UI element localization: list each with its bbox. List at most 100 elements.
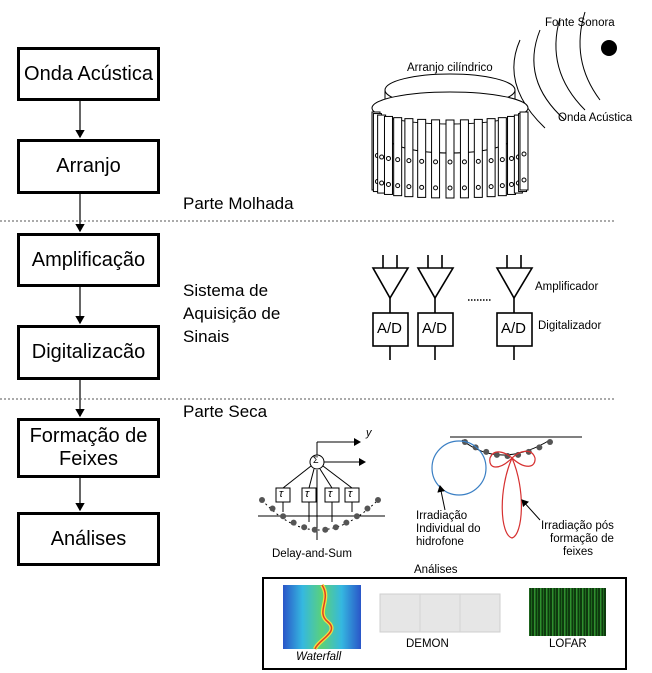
array-element	[461, 185, 467, 191]
label-individual-1: Irradiação	[416, 510, 468, 522]
box-formacao-feixes: Formação de Feixes	[17, 418, 160, 478]
label-delay-and-sum: Delay-and-Sum	[272, 548, 352, 560]
beam-hydrophones	[462, 439, 553, 459]
label-individual-2: Individual do	[416, 523, 481, 535]
lofar-image	[529, 588, 606, 636]
array-element	[395, 157, 401, 163]
label-analises-title: Análises	[414, 564, 458, 576]
array-element	[488, 158, 494, 164]
array-element	[447, 159, 453, 165]
beam-hydrophone	[536, 444, 543, 451]
wave-arc-1	[579, 11, 601, 101]
das-hydrophone	[280, 513, 287, 520]
array-element	[379, 154, 385, 160]
array-element	[379, 180, 385, 186]
array-stave	[459, 119, 469, 199]
delay-symbol-1: τ	[279, 488, 284, 500]
label-after-3: feixes	[563, 546, 594, 558]
das-hydrophone	[301, 524, 308, 531]
das-hydrophone	[259, 497, 265, 503]
box-analises-label: Análises	[50, 527, 127, 550]
array-element	[461, 159, 467, 165]
array-element	[475, 158, 481, 164]
label-onda-acustica-wave: Onda Acústica	[558, 112, 633, 124]
das-hydrophones	[259, 497, 381, 533]
label-parte-seca: Parte Seca	[183, 402, 268, 421]
delay-and-sum-diagram	[258, 438, 385, 540]
demon-image	[379, 593, 501, 633]
array-stave	[519, 111, 529, 191]
box-analises: Análises	[17, 512, 160, 566]
label-demon: DEMON	[406, 638, 449, 650]
delay-symbol-3: τ	[328, 488, 333, 500]
das-hydrophone	[375, 497, 381, 503]
box-digitalizacao-label: Digitalizacão	[31, 341, 146, 363]
label-lofar: LOFAR	[549, 638, 587, 650]
box-digitalizacao: Digitalizacão	[17, 325, 160, 380]
wave-arc-3	[533, 29, 566, 121]
individual-pattern	[431, 440, 487, 496]
array-element	[521, 177, 527, 183]
box-formacao-feixes-label: Formação de Feixes	[29, 425, 148, 470]
array-element	[419, 158, 425, 164]
array-element	[499, 157, 505, 163]
beam-hydrophone	[483, 448, 490, 455]
array-element	[433, 185, 439, 191]
array-element	[499, 183, 505, 189]
das-hydrophone	[322, 526, 329, 533]
box-onda-acustica: Onda Acústica	[17, 47, 160, 101]
wave-arc-2	[555, 17, 586, 111]
array-stave	[404, 118, 414, 198]
adc-box-2-label: A/D	[422, 320, 448, 337]
array-element	[488, 184, 494, 190]
label-parte-molhada: Parte Molhada	[183, 194, 294, 213]
label-arranjo-cilindrico: Arranjo cilíndrico	[407, 62, 493, 74]
array-element	[395, 183, 401, 189]
label-digitalizador: Digitalizador	[538, 320, 602, 332]
array-stave	[486, 118, 496, 198]
acquisition-chain	[371, 255, 534, 360]
pointer-beam	[521, 499, 541, 521]
sound-source-dot	[601, 40, 617, 56]
label-after-2: formação de	[550, 533, 614, 545]
beam-pattern	[489, 450, 536, 539]
array-stave	[393, 117, 403, 197]
array-stave	[431, 119, 441, 199]
das-hydrophone	[343, 519, 350, 526]
beam-hydrophone	[493, 451, 500, 458]
wave-arc-4	[513, 39, 546, 129]
das-hydrophone	[290, 519, 297, 526]
array-stave	[473, 118, 483, 198]
sum-symbol: Σ	[313, 455, 319, 465]
array-stave	[497, 117, 507, 197]
label-output-y: y	[366, 427, 372, 439]
adc-box-n-label: A/D	[501, 320, 527, 337]
array-element	[433, 159, 439, 165]
array-element	[521, 151, 527, 157]
label-amplificador: Amplificador	[535, 281, 599, 293]
array-element	[406, 158, 412, 164]
box-arranjo: Arranjo	[17, 139, 160, 194]
beam-hydrophone	[515, 451, 522, 458]
label-after-1: Irradiação pós	[541, 520, 614, 532]
array-element	[509, 155, 515, 161]
adc-box-1-label: A/D	[377, 320, 403, 337]
beam-hydrophone	[547, 439, 553, 445]
das-hydrophone	[364, 505, 371, 512]
label-sistema-1: Sistema de	[183, 281, 269, 300]
array-element	[447, 185, 453, 191]
delay-symbol-4: τ	[348, 488, 353, 500]
das-hydrophone	[269, 505, 276, 512]
array-element	[509, 181, 515, 187]
box-amplificacao: Amplificação	[17, 233, 160, 287]
array-stave	[445, 119, 455, 199]
array-element	[475, 184, 481, 190]
pointer-individual	[437, 485, 446, 511]
label-fonte-sonora: Fonte Sonora	[545, 17, 615, 29]
das-hydrophone	[311, 526, 318, 533]
label-waterfall: Waterfall	[296, 651, 342, 663]
array-element	[419, 184, 425, 190]
label-sistema-2: Aquisição de	[183, 304, 281, 323]
label-individual-3: hidrofone	[416, 536, 464, 548]
